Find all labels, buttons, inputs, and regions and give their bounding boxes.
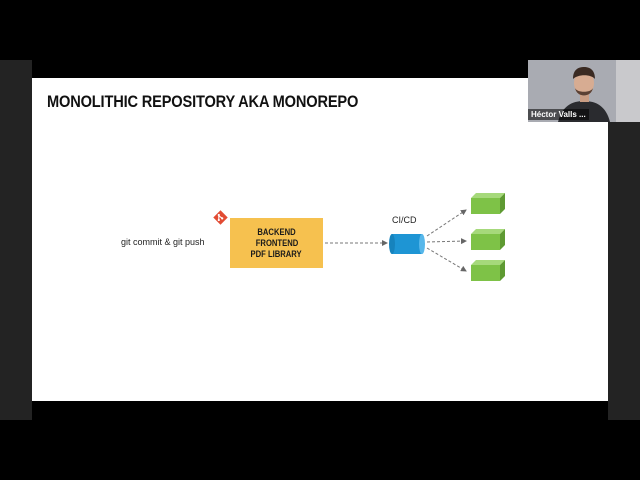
git-icon xyxy=(213,210,228,225)
cylinder-icon xyxy=(389,234,425,254)
pipeline-diagram xyxy=(325,193,505,281)
arrow-cicd-to-server-2 xyxy=(426,238,467,245)
slide-title: MONOLITHIC REPOSITORY AKA MONOREPO xyxy=(47,92,359,111)
repo-item-frontend: FRONTEND xyxy=(255,237,298,248)
arrow-cicd-to-server-3 xyxy=(426,247,467,272)
left-letterbox xyxy=(0,60,32,420)
git-command-label: git commit & git push xyxy=(121,237,205,247)
cube-icon xyxy=(471,193,505,214)
shared-slide: MONOLITHIC REPOSITORY AKA MONOREPO git c… xyxy=(32,78,608,401)
repo-item-backend: BACKEND xyxy=(257,226,296,237)
repo-item-pdf-library: PDF LIBRARY xyxy=(250,248,303,259)
participant-name: Héctor Valls ... xyxy=(528,109,589,120)
monorepo-box: BACKEND FRONTEND PDF LIBRARY xyxy=(230,218,323,268)
arrow-cicd-to-server-1 xyxy=(426,209,467,237)
cube-icon xyxy=(471,260,505,281)
cicd-label: CI/CD xyxy=(392,215,417,225)
participant-video-tile[interactable]: Héctor Valls ... xyxy=(528,60,640,122)
cube-icon xyxy=(471,229,505,250)
